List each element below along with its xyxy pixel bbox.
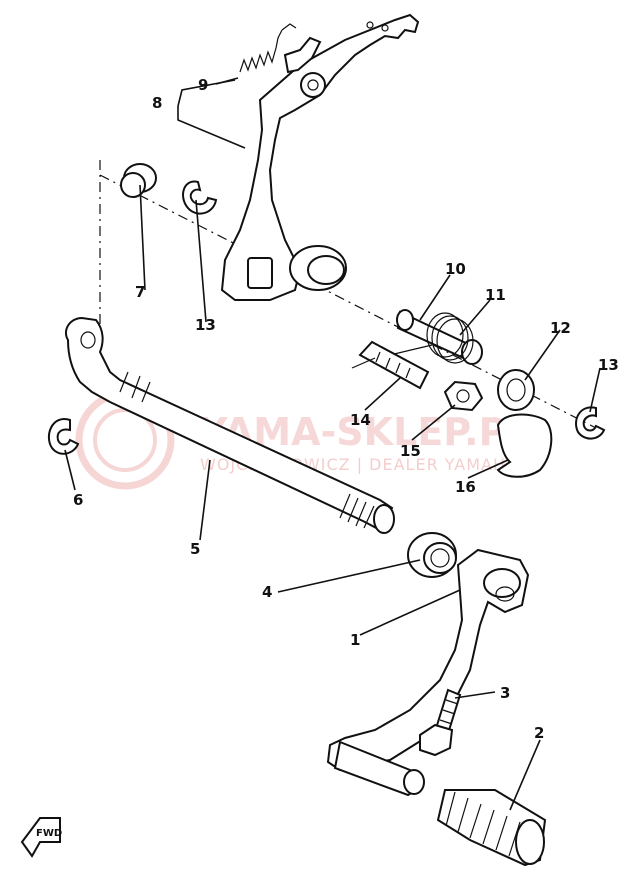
part-16-plate bbox=[496, 413, 553, 478]
part-6-circlip bbox=[47, 418, 80, 455]
callout-5: 5 bbox=[190, 540, 200, 558]
callout-6: 6 bbox=[73, 491, 83, 509]
callout-13-right: 13 bbox=[598, 356, 619, 374]
part-9-spring bbox=[239, 23, 297, 73]
fwd-label: FWD bbox=[36, 828, 62, 839]
leader-lines bbox=[64, 77, 601, 811]
fwd-direction-marker: FWD bbox=[20, 817, 62, 858]
part-4-oil-seal bbox=[407, 532, 457, 578]
callout-15: 15 bbox=[400, 442, 421, 460]
part-13-circlip-left bbox=[182, 180, 218, 215]
part-1-shift-pedal bbox=[326, 548, 530, 797]
callout-4: 4 bbox=[262, 583, 272, 601]
callout-11: 11 bbox=[485, 286, 506, 304]
part-13-circlip-right bbox=[575, 406, 606, 440]
callout-1: 1 bbox=[350, 631, 360, 649]
callout-2: 2 bbox=[534, 724, 544, 742]
callouts: 7 13 8 9 10 11 12 13 14 15 16 5 6 4 1 3 … bbox=[73, 76, 619, 742]
callout-9: 9 bbox=[198, 76, 208, 94]
part-5-shift-shaft bbox=[64, 316, 395, 534]
callout-12: 12 bbox=[550, 319, 571, 337]
callout-16: 16 bbox=[455, 478, 476, 496]
part-3-bolt bbox=[419, 688, 462, 757]
callout-7: 7 bbox=[135, 283, 145, 301]
callout-8: 8 bbox=[152, 94, 162, 112]
part-10-shaft bbox=[396, 309, 483, 365]
part-8-shift-arm bbox=[220, 13, 420, 301]
part-15-nut bbox=[443, 380, 484, 412]
part-7-collar bbox=[120, 163, 157, 198]
part-14-bolt bbox=[351, 340, 430, 390]
callout-10: 10 bbox=[445, 260, 466, 278]
callout-3: 3 bbox=[500, 684, 510, 702]
part-2-pedal-rubber bbox=[436, 789, 547, 867]
callout-14: 14 bbox=[350, 411, 371, 429]
callout-13-left: 13 bbox=[195, 316, 216, 334]
